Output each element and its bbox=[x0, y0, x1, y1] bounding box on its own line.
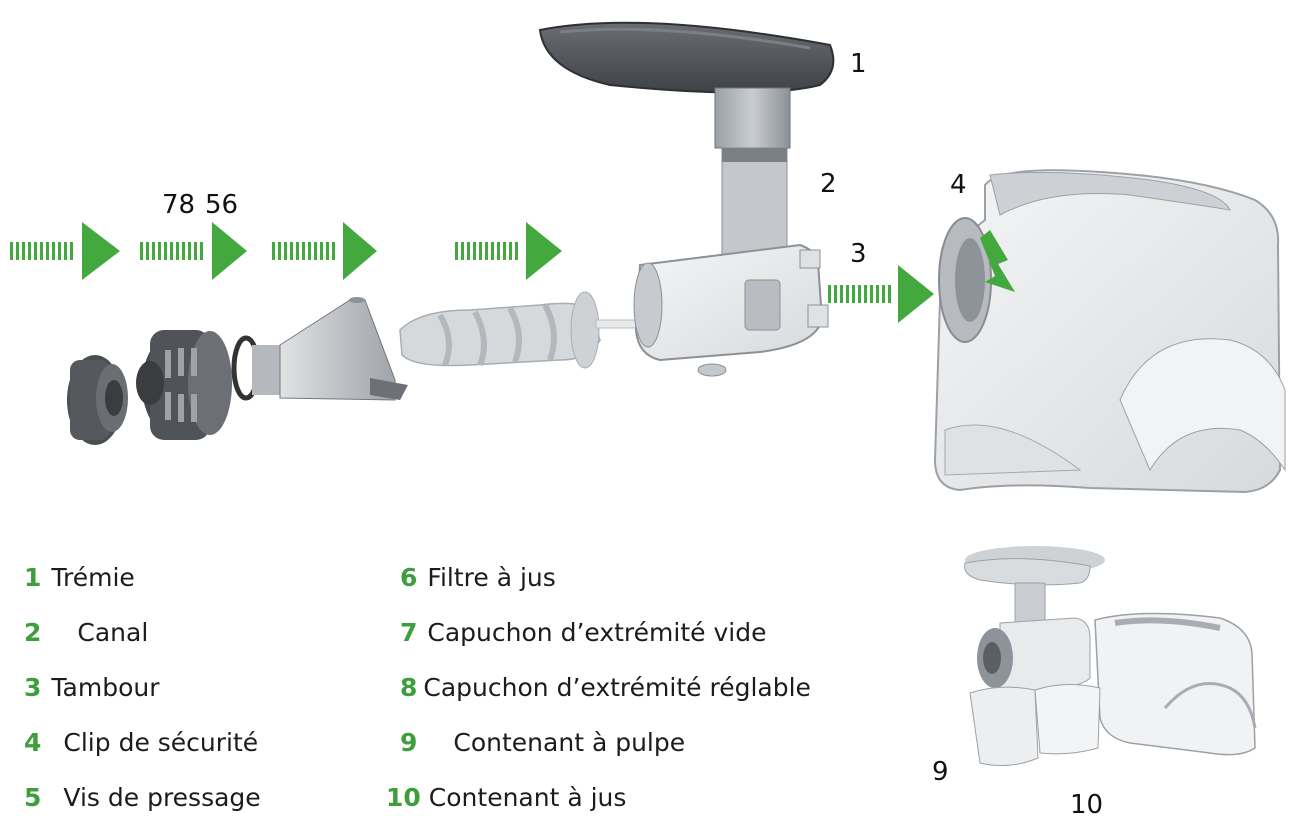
dotted-right-arrow-2 bbox=[140, 222, 247, 280]
legend-item-9: 9 Contenant à pulpe bbox=[400, 728, 685, 757]
legend-number: 4 bbox=[24, 728, 42, 757]
legend-label: Contenant à pulpe bbox=[453, 728, 686, 757]
legend-label: Capuchon d’extrémité vide bbox=[427, 618, 767, 647]
callout-9: 9 bbox=[932, 757, 949, 787]
legend-number: 7 bbox=[400, 618, 418, 647]
callout-56: 56 bbox=[205, 190, 238, 220]
legend-item-4: 4 Clip de sécurité bbox=[24, 728, 258, 757]
legend-label: Filtre à jus bbox=[427, 563, 556, 592]
callout-4: 4 bbox=[950, 170, 967, 200]
exploded-juicer-diagram: 1 2 3 4 78 56 bbox=[10, 21, 1286, 574]
motor-base bbox=[933, 169, 1286, 494]
callout-10: 10 bbox=[1070, 790, 1103, 820]
legend-item-7: 7 Capuchon d’extrémité vide bbox=[400, 618, 766, 647]
dotted-right-arrow-1 bbox=[10, 222, 120, 280]
legend-label: Trémie bbox=[51, 563, 135, 592]
legend-label: Contenant à jus bbox=[428, 783, 627, 812]
empty-end-cap bbox=[67, 355, 128, 445]
legend-number: 2 bbox=[24, 618, 42, 647]
dotted-right-arrow-4 bbox=[455, 222, 562, 280]
legend-label: Canal bbox=[77, 618, 149, 647]
pressing-screw bbox=[399, 291, 637, 369]
callout-3: 3 bbox=[850, 239, 867, 269]
legend-label: Tambour bbox=[51, 673, 160, 702]
callout-1: 1 bbox=[850, 49, 867, 79]
legend-label: Capuchon d’extrémité réglable bbox=[423, 673, 811, 702]
legend-number: 3 bbox=[24, 673, 42, 702]
legend-number: 6 bbox=[400, 563, 418, 592]
hopper bbox=[538, 21, 835, 94]
adjustable-end-cap bbox=[136, 330, 232, 440]
legend-item-3: 3 Tambour bbox=[24, 673, 160, 702]
dotted-right-arrow-3 bbox=[272, 222, 377, 280]
legend-label: Clip de sécurité bbox=[63, 728, 259, 757]
parts-legend: 1 Trémie 2 Canal 3 Tambour 4 Clip de sécurit… bbox=[0, 558, 900, 820]
legend-number: 8 bbox=[400, 673, 418, 702]
legend-number: 5 bbox=[24, 783, 42, 812]
legend-item-6: 6 Filtre à jus bbox=[400, 563, 556, 592]
legend-number: 10 bbox=[386, 783, 421, 812]
drum bbox=[633, 243, 829, 377]
legend-number: 9 bbox=[400, 728, 418, 757]
legend-item-2: 2 Canal bbox=[24, 618, 148, 647]
callout-78: 78 bbox=[162, 190, 195, 220]
legend-item-1: 1 Trémie bbox=[24, 563, 135, 592]
assembled-juicer-image: 9 10 bbox=[932, 558, 1257, 820]
dotted-right-arrow-5 bbox=[828, 265, 934, 323]
legend-label: Vis de pressage bbox=[63, 783, 261, 812]
juice-filter bbox=[231, 297, 408, 401]
legend-number: 1 bbox=[24, 563, 42, 592]
legend-item-5: 5 Vis de pressage bbox=[24, 783, 261, 812]
callout-2: 2 bbox=[820, 169, 837, 199]
